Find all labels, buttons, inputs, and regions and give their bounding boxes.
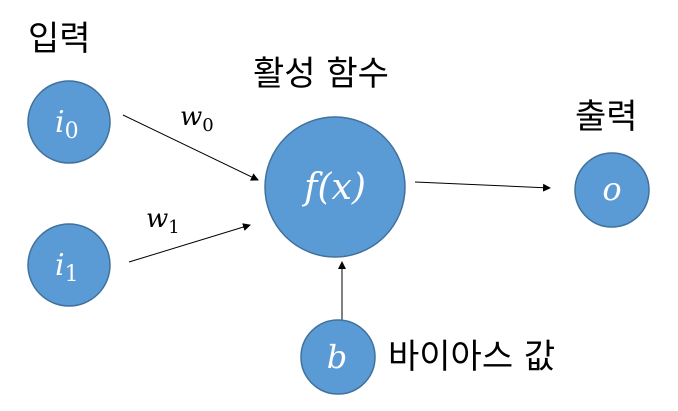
input-node-i1-base: i [55, 248, 65, 283]
input-node-i0-base: i [55, 105, 65, 140]
weight-w1-subscript: 1 [168, 217, 179, 238]
bias-value-label: 바이아스 값 [388, 337, 555, 377]
svg-text:i0: i0 [55, 105, 79, 144]
edge-f-to-o [414, 181, 551, 192]
weight-w0-base: w [180, 102, 202, 132]
input-node-i0: i0 [27, 80, 111, 164]
output-node: o [574, 152, 650, 228]
weight-w1: w1 [146, 204, 180, 238]
weight-w1-base: w [146, 204, 168, 234]
bias-node: b [300, 319, 376, 395]
input-label: 입력 [28, 19, 91, 59]
output-label: 출력 [575, 97, 638, 137]
input-node-i1: i1 [27, 223, 111, 307]
bias-node-text: b [327, 338, 347, 376]
activation-function-label: 활성 함수 [253, 54, 389, 94]
input-node-i0-subscript: 0 [65, 119, 79, 144]
input-node-i1-subscript: 1 [65, 262, 79, 287]
activation-function-text: f(x) [301, 167, 366, 208]
output-node-text: o [602, 170, 621, 208]
weight-w0: w0 [180, 102, 214, 136]
edge-i1-to-f [128, 223, 251, 263]
weight-w0-subscript: 0 [202, 115, 213, 136]
svg-text:i1: i1 [55, 248, 79, 287]
edge-i0-to-f [122, 114, 259, 181]
activation-function-node: f(x) [264, 116, 406, 258]
